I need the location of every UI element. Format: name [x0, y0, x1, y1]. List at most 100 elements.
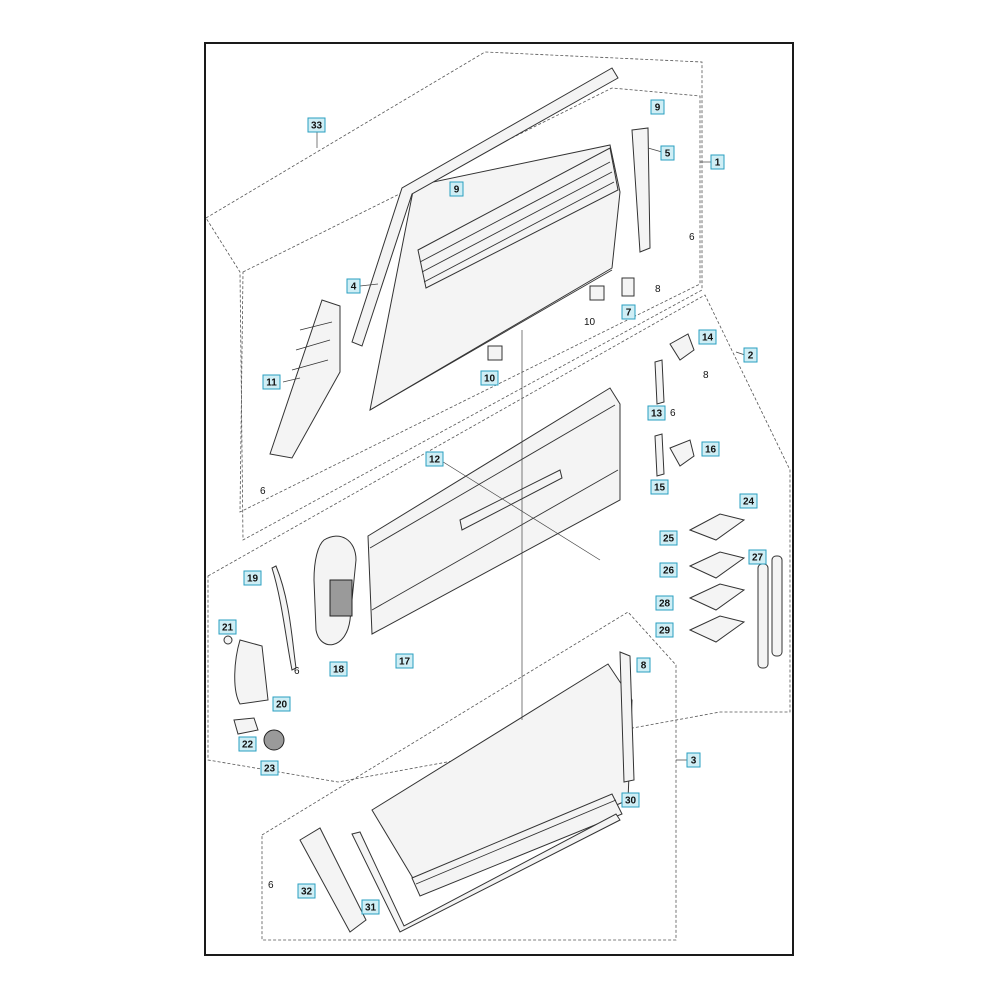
plate-28 — [688, 583, 746, 611]
callout-4: 4 — [346, 278, 361, 294]
handle-32 — [299, 827, 367, 933]
callout-32: 32 — [297, 883, 316, 899]
svg-text:15: 15 — [654, 483, 666, 494]
callout-30: 30 — [621, 792, 640, 808]
bracket-15 — [654, 433, 665, 477]
plate-26 — [688, 551, 746, 579]
upper-post-bracket — [631, 127, 651, 253]
label-6-upper-left: 6 — [260, 486, 266, 497]
svg-text:26: 26 — [663, 566, 675, 577]
label-6-upper-right: 6 — [689, 232, 695, 243]
callout-14: 14 — [698, 329, 717, 345]
svg-text:16: 16 — [705, 445, 717, 456]
callout-13: 13 — [647, 405, 666, 421]
svg-text:32: 32 — [301, 887, 313, 898]
callout-3: 3 — [686, 752, 701, 768]
upper-handle — [269, 299, 341, 459]
clip-10b — [589, 285, 605, 301]
callout-28: 28 — [655, 595, 674, 611]
callout-5: 5 — [660, 145, 675, 161]
group-outline-1 — [239, 87, 701, 513]
lower-side-panel — [371, 663, 633, 897]
svg-text:28: 28 — [659, 599, 671, 610]
callout-22: 22 — [238, 736, 257, 752]
callout-1: 1 — [710, 154, 725, 170]
label-8-middle: 8 — [703, 370, 709, 381]
callout-24: 24 — [739, 493, 758, 509]
svg-text:1: 1 — [715, 158, 721, 169]
cap-20 — [234, 639, 269, 705]
group-outline-2 — [207, 294, 791, 783]
callout-9b: 9 — [449, 181, 464, 197]
callout-12: 12 — [425, 451, 444, 467]
callout-25: 25 — [659, 530, 678, 546]
label-8-upper: 8 — [655, 284, 661, 295]
callout-7: 7 — [621, 304, 636, 320]
svg-text:18: 18 — [333, 665, 345, 676]
handle-18 — [313, 535, 357, 646]
callout-19: 19 — [243, 570, 262, 586]
callout-17: 17 — [395, 653, 414, 669]
svg-text:11: 11 — [266, 378, 277, 389]
callout-26: 26 — [659, 562, 678, 578]
svg-text:4: 4 — [351, 282, 357, 293]
svg-text:2: 2 — [748, 351, 754, 362]
callout-15: 15 — [650, 479, 669, 495]
callout-27: 27 — [748, 549, 767, 565]
rail-31 — [351, 813, 621, 933]
label-6-middle: 6 — [294, 666, 300, 677]
svg-text:5: 5 — [665, 149, 671, 160]
knob-23 — [263, 729, 285, 751]
label-10-upper: 10 — [584, 317, 596, 328]
group-outline-3 — [261, 611, 677, 941]
upper-side-panel — [369, 144, 621, 411]
svg-text:7: 7 — [626, 308, 632, 319]
hinge-14 — [669, 333, 695, 361]
svg-text:33: 33 — [311, 121, 323, 132]
svg-text:24: 24 — [743, 497, 755, 508]
callout-16: 16 — [701, 441, 720, 457]
callout-11: 11 — [262, 374, 281, 390]
svg-text:25: 25 — [663, 534, 675, 545]
callout-20: 20 — [272, 696, 291, 712]
plate-25 — [688, 513, 746, 541]
clip-10a — [487, 345, 503, 361]
top-rail-strip — [351, 67, 619, 347]
strip-19 — [271, 565, 297, 671]
svg-text:30: 30 — [625, 796, 637, 807]
callout-33: 33 — [307, 117, 326, 133]
middle-side-panel — [367, 387, 621, 635]
svg-text:22: 22 — [242, 740, 254, 751]
hinge-16 — [669, 439, 695, 467]
callout-21: 21 — [218, 619, 237, 635]
svg-text:3: 3 — [691, 756, 697, 767]
tube-27a — [757, 563, 769, 669]
svg-text:8: 8 — [641, 661, 647, 672]
svg-text:31: 31 — [365, 903, 377, 914]
svg-text:9: 9 — [655, 103, 661, 114]
svg-text:10: 10 — [484, 374, 496, 385]
plate-29 — [688, 615, 746, 643]
svg-text:13: 13 — [651, 409, 663, 420]
svg-text:17: 17 — [399, 657, 411, 668]
callout-10: 10 — [480, 370, 499, 386]
svg-text:20: 20 — [276, 700, 288, 711]
callout-8-lower: 8 — [636, 657, 651, 673]
callout-2: 2 — [743, 347, 758, 363]
label-6-hinge: 6 — [670, 408, 676, 419]
bracket-13 — [654, 359, 665, 405]
post-30 — [619, 651, 635, 783]
svg-text:14: 14 — [702, 333, 714, 344]
callout-18: 18 — [329, 661, 348, 677]
svg-text:19: 19 — [247, 574, 259, 585]
svg-text:23: 23 — [264, 764, 276, 775]
label-6-lower: 6 — [268, 880, 274, 891]
group-outline-33 — [205, 51, 703, 541]
screw-21 — [223, 635, 233, 645]
svg-text:29: 29 — [659, 626, 671, 637]
svg-text:27: 27 — [752, 553, 764, 564]
callout-29: 29 — [655, 622, 674, 638]
clip-22 — [233, 717, 259, 735]
svg-text:9: 9 — [454, 185, 460, 196]
